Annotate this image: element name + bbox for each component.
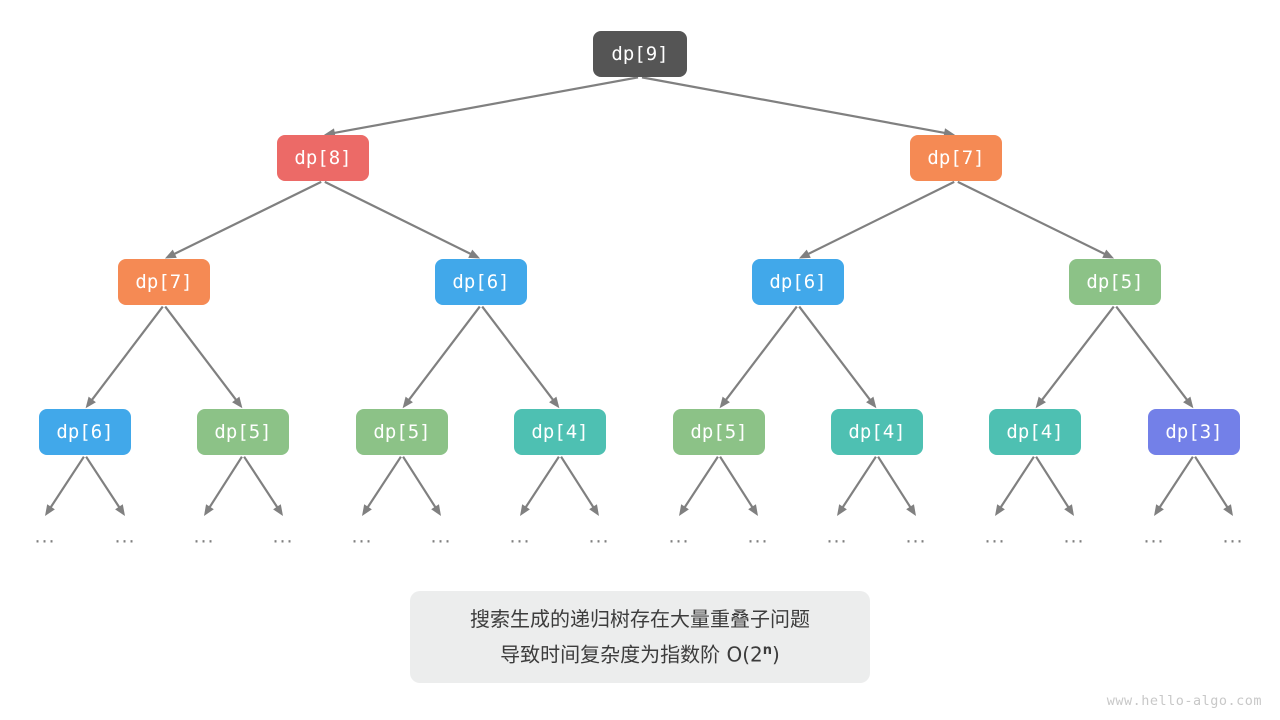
- tree-node-label: dp[3]: [1165, 421, 1223, 443]
- caption-line-2-suffix: ): [772, 642, 780, 667]
- caption-exponent: n: [762, 643, 773, 659]
- tree-node-label: dp[5]: [1086, 271, 1144, 293]
- tree-node-label: dp[7]: [135, 271, 193, 293]
- tree-node-label: dp[7]: [927, 147, 985, 169]
- edge-dp7-to-dp5: [957, 180, 1115, 259]
- tree-node-label: dp[5]: [214, 421, 272, 443]
- edge-dp4-to-ellipsis: [560, 456, 599, 516]
- tree-node-dp9: dp[9]: [593, 31, 687, 77]
- tree-node-dp5: dp[5]: [197, 409, 289, 455]
- tree-node-dp5: dp[5]: [1069, 259, 1161, 305]
- edge-dp5-to-ellipsis: [719, 456, 758, 516]
- tree-node-dp8: dp[8]: [277, 135, 369, 181]
- tree-node-label: dp[6]: [452, 271, 510, 293]
- caption-line-2: 导致时间复杂度为指数阶 O(2n): [500, 635, 780, 671]
- tree-node-label: dp[6]: [56, 421, 114, 443]
- tree-node-dp3: dp[3]: [1148, 409, 1240, 455]
- edge-dp5-to-ellipsis: [204, 456, 243, 516]
- edge-dp5-to-ellipsis: [362, 456, 402, 516]
- tree-node-dp7: dp[7]: [118, 259, 210, 305]
- tree-leaf-ellipsis: ...: [114, 525, 136, 548]
- tree-leaf-ellipsis: ...: [193, 525, 215, 548]
- edge-dp6-to-dp5: [402, 305, 481, 409]
- edge-dp6-to-dp5: [719, 305, 798, 409]
- tree-node-label: dp[9]: [611, 43, 669, 65]
- tree-leaf-ellipsis: ...: [588, 525, 610, 548]
- tree-leaf-ellipsis: ...: [351, 525, 373, 548]
- edge-dp9-to-dp7: [641, 76, 956, 138]
- edge-dp3-to-ellipsis: [1154, 456, 1194, 516]
- edge-dp4-to-ellipsis: [995, 456, 1035, 516]
- tree-leaf-ellipsis: ...: [1143, 525, 1165, 548]
- tree-leaf-ellipsis: ...: [1063, 525, 1085, 548]
- tree-node-label: dp[4]: [848, 421, 906, 443]
- edge-dp6-to-ellipsis: [85, 456, 125, 516]
- tree-leaf-ellipsis: ...: [668, 525, 690, 548]
- tree-node-label: dp[4]: [1006, 421, 1064, 443]
- edge-dp7-to-dp5: [164, 305, 243, 409]
- tree-node-dp4: dp[4]: [831, 409, 923, 455]
- tree-leaf-ellipsis: ...: [1222, 525, 1244, 548]
- tree-leaf-ellipsis: ...: [905, 525, 927, 548]
- tree-node-dp4: dp[4]: [514, 409, 606, 455]
- caption-line-1: 搜索生成的递归树存在大量重叠子问题: [470, 607, 810, 632]
- edge-dp5-to-ellipsis: [402, 456, 441, 516]
- edge-dp3-to-ellipsis: [1194, 456, 1233, 516]
- tree-node-dp7: dp[7]: [910, 135, 1002, 181]
- tree-node-label: dp[5]: [373, 421, 431, 443]
- tree-node-label: dp[4]: [531, 421, 589, 443]
- edge-dp5-to-ellipsis: [243, 456, 283, 516]
- edge-dp7-to-dp6: [798, 180, 955, 259]
- edge-dp6-to-dp4: [798, 305, 877, 409]
- edge-dp4-to-ellipsis: [520, 456, 560, 516]
- tree-node-dp6: dp[6]: [39, 409, 131, 455]
- edge-dp7-to-dp6: [85, 305, 164, 409]
- edge-dp4-to-ellipsis: [1035, 456, 1074, 516]
- tree-leaf-ellipsis: ...: [272, 525, 294, 548]
- edge-dp5-to-dp3: [1115, 305, 1194, 409]
- tree-leaf-ellipsis: ...: [430, 525, 452, 548]
- watermark: www.hello-algo.com: [1106, 693, 1262, 709]
- tree-leaf-ellipsis: ...: [509, 525, 531, 548]
- edge-dp4-to-ellipsis: [837, 456, 877, 516]
- edge-dp8-to-dp6: [324, 180, 481, 259]
- tree-node-dp4: dp[4]: [989, 409, 1081, 455]
- tree-node-dp5: dp[5]: [356, 409, 448, 455]
- tree-node-label: dp[8]: [294, 147, 352, 169]
- edge-dp8-to-dp7: [164, 180, 322, 259]
- tree-leaf-ellipsis: ...: [984, 525, 1006, 548]
- tree-leaf-ellipsis: ...: [34, 525, 56, 548]
- tree-node-dp5: dp[5]: [673, 409, 765, 455]
- edge-dp4-to-ellipsis: [877, 456, 916, 516]
- caption-line-2-prefix: 导致时间复杂度为指数阶 O(2: [500, 642, 763, 667]
- tree-node-dp6: dp[6]: [752, 259, 844, 305]
- tree-leaf-ellipsis: ...: [747, 525, 769, 548]
- edge-dp6-to-dp4: [481, 305, 560, 409]
- tree-node-dp6: dp[6]: [435, 259, 527, 305]
- tree-leaf-ellipsis: ...: [826, 525, 848, 548]
- edge-dp9-to-dp8: [323, 76, 639, 138]
- tree-node-label: dp[5]: [690, 421, 748, 443]
- tree-node-label: dp[6]: [769, 271, 827, 293]
- edge-dp6-to-ellipsis: [45, 456, 85, 516]
- edge-dp5-to-dp4: [1035, 305, 1115, 409]
- caption-box: 搜索生成的递归树存在大量重叠子问题 导致时间复杂度为指数阶 O(2n): [410, 591, 870, 683]
- edge-dp5-to-ellipsis: [679, 456, 719, 516]
